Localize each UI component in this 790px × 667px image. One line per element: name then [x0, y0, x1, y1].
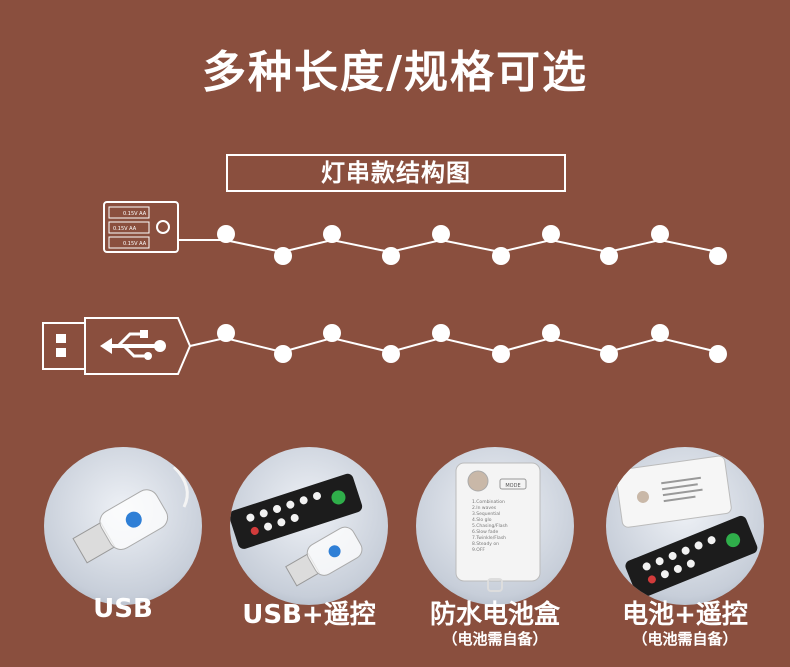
mode-item: 3.Sequential — [472, 511, 500, 517]
product-label-usb: USB — [93, 594, 153, 624]
mode-button-label: MODE — [505, 483, 520, 489]
usb-string-bulbs — [217, 324, 727, 363]
battery-cell-label-3: 0.15V AA — [123, 241, 147, 247]
product-label-waterproof-box: 防水电池盒 — [429, 600, 560, 630]
usb-controller-photo — [44, 447, 202, 605]
battery-string: 0.15V AA 0.15V AA 0.15V AA — [103, 201, 727, 265]
product-note-waterproof-box: （电池需自备） — [442, 630, 548, 648]
mode-item: 2.In waves — [472, 505, 497, 511]
product-note-battery-remote: （电池需自备） — [632, 630, 738, 648]
product-label-usb-remote: USB+遥控 — [242, 600, 376, 630]
mode-item: 6.Slow fade — [472, 529, 498, 535]
mode-item: 1.Combination — [472, 499, 505, 505]
mode-item: 5.Chasing/Flash — [472, 523, 508, 529]
mode-item: 7.Twinkle/Flash — [472, 535, 506, 541]
structure-heading: 灯串款结构图 — [226, 154, 566, 192]
waterproof-battery-box-photo: MODE 1.Combination 2.In waves 3.Sequenti… — [416, 447, 574, 605]
mode-item: 4.Slo glo — [472, 517, 492, 523]
mode-item: 8.Steady on — [472, 541, 499, 547]
page-title: 多种长度/规格可选 — [201, 47, 589, 98]
usb-string-wire — [189, 336, 719, 354]
usb-remote-photo — [230, 447, 388, 605]
product-label-battery-remote: 电池+遥控 — [622, 600, 748, 630]
battery-cell-label-2: 0.15V AA — [113, 226, 137, 232]
battery-cell-label-1: 0.15V AA — [123, 211, 147, 217]
string-light-diagram: 0.15V AA 0.15V AA 0.15V AA — [42, 201, 727, 375]
mode-item: 9.OFF — [472, 547, 485, 553]
usb-string — [42, 317, 727, 375]
battery-box-icon: 0.15V AA 0.15V AA 0.15V AA — [103, 201, 179, 253]
usb-plug-icon — [42, 317, 192, 375]
battery-remote-photo — [606, 447, 764, 605]
battery-string-bulbs — [217, 225, 727, 265]
battery-string-wire — [178, 238, 719, 254]
